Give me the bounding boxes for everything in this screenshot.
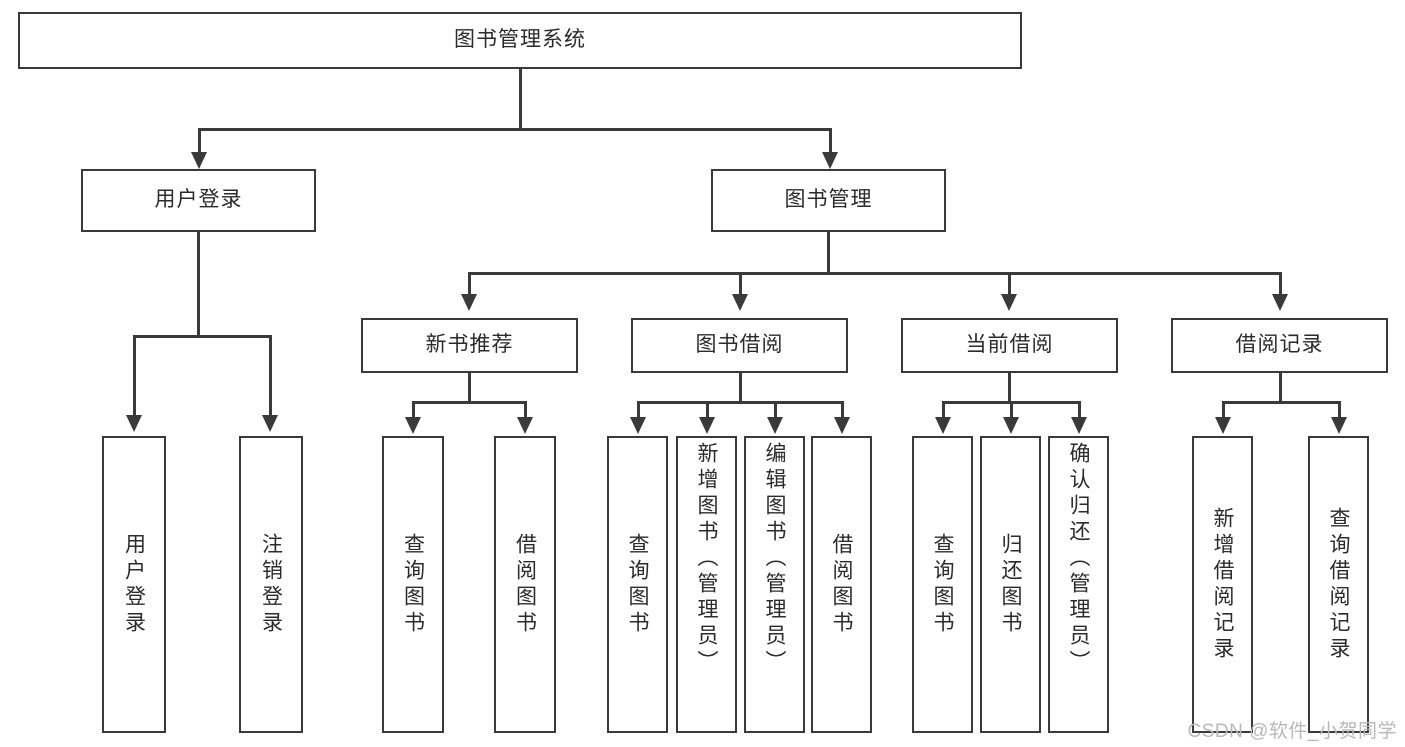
leaf-query-book-2-label: 查询图书 — [626, 532, 650, 637]
arrowhead-new-book-leaf-2 — [517, 417, 533, 434]
leaf-edit-book[interactable]: 编辑图书（管理员） — [744, 436, 805, 733]
connector-current-borrow-leaf-3 — [1078, 401, 1081, 419]
connector-bm-to-current-borrow — [1008, 272, 1011, 296]
connector-new-book-leaf-2 — [524, 401, 527, 419]
connector-new-book-leaf-1 — [412, 401, 415, 419]
leaf-logout-login[interactable]: 注销登录 — [239, 436, 303, 733]
arrowhead-root-to-user-login — [191, 152, 207, 169]
leaf-query-book-3[interactable]: 查询图书 — [912, 436, 973, 733]
arrowhead-current-borrow-leaf-1 — [935, 417, 951, 434]
leaf-confirm-return[interactable]: 确认归还（管理员） — [1048, 436, 1109, 733]
connector-borrow-record-leaf-1 — [1222, 401, 1225, 419]
arrowhead-book-borrow-leaf-4 — [834, 417, 850, 434]
connector-book-borrow-stem — [739, 373, 742, 402]
leaf-query-book-1-label: 查询图书 — [401, 532, 425, 637]
node-borrow-record[interactable]: 借阅记录 — [1171, 318, 1388, 373]
arrowhead-book-borrow-leaf-1 — [630, 417, 646, 434]
arrowhead-bm-borrow-record — [1272, 294, 1288, 311]
connector-book-borrow-leaf-2 — [706, 401, 709, 419]
connector-book-management-stem — [827, 232, 830, 274]
leaf-user-login-label: 用户登录 — [122, 532, 146, 637]
connector-book-borrow-leaf-1 — [637, 401, 640, 419]
node-new-book-recommend[interactable]: 新书推荐 — [361, 318, 578, 373]
node-user-login[interactable]: 用户登录 — [81, 169, 316, 232]
leaf-borrow-book-2-label: 借阅图书 — [830, 532, 854, 637]
node-current-borrow-label: 当前借阅 — [965, 333, 1054, 357]
node-book-management-label: 图书管理 — [784, 188, 873, 212]
connector-borrow-record-leaf-2 — [1338, 401, 1341, 419]
arrowhead-bm-current-borrow — [1001, 294, 1017, 311]
leaf-add-book[interactable]: 新增图书（管理员） — [676, 436, 737, 733]
node-book-borrow[interactable]: 图书借阅 — [631, 318, 848, 373]
connector-root-stem — [519, 69, 522, 129]
connector-root-bar — [198, 128, 832, 131]
connector-new-book-stem — [468, 373, 471, 402]
arrowhead-borrow-record-leaf-1 — [1215, 417, 1231, 434]
arrowhead-borrow-record-leaf-2 — [1331, 417, 1347, 434]
leaf-add-record[interactable]: 新增借阅记录 — [1192, 436, 1253, 733]
node-current-borrow[interactable]: 当前借阅 — [901, 318, 1118, 373]
leaf-query-book-3-label: 查询图书 — [931, 532, 955, 637]
connector-bm-to-borrow-record — [1279, 272, 1282, 296]
node-book-borrow-label: 图书借阅 — [695, 333, 784, 357]
connector-root-to-book-management — [829, 128, 832, 155]
leaf-edit-book-label: 编辑图书（管理员） — [763, 442, 787, 676]
node-root-label: 图书管理系统 — [454, 28, 586, 52]
arrowhead-user-login-leaf-2 — [262, 415, 278, 432]
leaf-query-record-label: 查询借阅记录 — [1327, 506, 1351, 663]
arrowhead-current-borrow-leaf-2 — [1003, 417, 1019, 434]
arrowhead-bm-book-borrow — [732, 294, 748, 311]
connector-user-login-to-leaf-2 — [269, 335, 272, 417]
connector-book-borrow-leaf-3 — [774, 401, 777, 419]
connector-user-login-to-leaf-1 — [133, 335, 136, 417]
arrowhead-book-borrow-leaf-2 — [699, 417, 715, 434]
node-borrow-record-label: 借阅记录 — [1235, 333, 1324, 357]
node-new-book-recommend-label: 新书推荐 — [425, 333, 514, 357]
arrowhead-current-borrow-leaf-3 — [1071, 417, 1087, 434]
node-book-management[interactable]: 图书管理 — [711, 169, 946, 232]
node-user-login-label: 用户登录 — [154, 188, 243, 212]
csdn-watermark: CSDN @软件_小贺同学 — [1187, 721, 1397, 742]
leaf-add-record-label: 新增借阅记录 — [1211, 506, 1235, 663]
leaf-return-book-label: 归还图书 — [999, 532, 1023, 637]
connector-bm-to-book-borrow — [739, 272, 742, 296]
leaf-query-book-1[interactable]: 查询图书 — [382, 436, 444, 733]
leaf-logout-login-label: 注销登录 — [259, 532, 283, 637]
leaf-add-book-label: 新增图书（管理员） — [695, 442, 719, 676]
arrowhead-new-book-leaf-1 — [405, 417, 421, 434]
connector-borrow-record-stem — [1279, 373, 1282, 402]
connector-current-borrow-leaf-1 — [942, 401, 945, 419]
connector-book-borrow-leaf-4 — [841, 401, 844, 419]
arrowhead-book-borrow-leaf-3 — [767, 417, 783, 434]
connector-book-management-bar — [468, 272, 1280, 275]
leaf-borrow-book-1[interactable]: 借阅图书 — [494, 436, 556, 733]
leaf-return-book[interactable]: 归还图书 — [980, 436, 1041, 733]
arrowhead-root-to-book-management — [822, 152, 838, 169]
leaf-query-record[interactable]: 查询借阅记录 — [1308, 436, 1369, 733]
leaf-confirm-return-label: 确认归还（管理员） — [1067, 442, 1091, 676]
connector-current-borrow-stem — [1008, 373, 1011, 402]
leaf-borrow-book-2[interactable]: 借阅图书 — [811, 436, 872, 733]
connector-root-to-user-login — [198, 128, 201, 155]
connector-current-borrow-leaf-2 — [1010, 401, 1013, 419]
node-root[interactable]: 图书管理系统 — [18, 12, 1022, 69]
connector-book-borrow-bar — [637, 401, 843, 404]
connector-bm-to-new-book — [468, 272, 471, 296]
leaf-query-book-2[interactable]: 查询图书 — [607, 436, 668, 733]
arrowhead-user-login-leaf-1 — [126, 415, 142, 432]
connector-user-login-stem — [197, 232, 200, 336]
arrowhead-bm-new-book — [461, 294, 477, 311]
connector-borrow-record-bar — [1222, 401, 1340, 404]
connector-user-login-bar — [133, 335, 271, 338]
leaf-user-login[interactable]: 用户登录 — [102, 436, 166, 733]
connector-new-book-bar — [412, 401, 526, 404]
leaf-borrow-book-1-label: 借阅图书 — [513, 532, 537, 637]
